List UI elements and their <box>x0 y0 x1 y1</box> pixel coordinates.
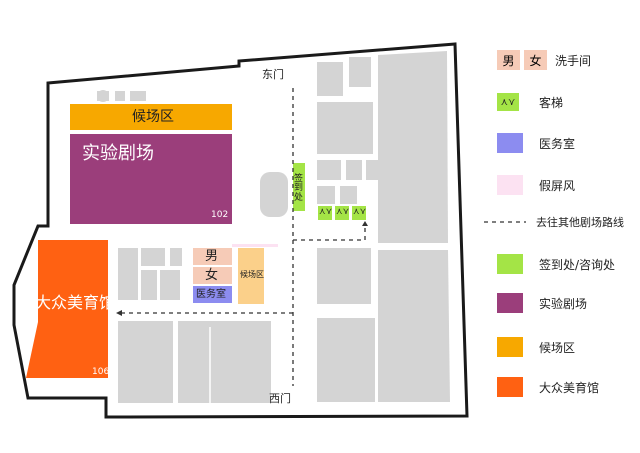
restroom-male[interactable] <box>193 248 232 265</box>
legend-male-swatch: 男 <box>497 50 520 70</box>
elevator-icon: ⋏⋎ <box>319 207 333 217</box>
elevator-icon: ⋏⋎ <box>497 93 519 111</box>
elevator-1 <box>318 206 332 220</box>
decorative-screen <box>232 244 278 247</box>
male-label: 男 <box>205 249 219 264</box>
legend-waiting: 候场区 <box>497 335 575 359</box>
east-gate-label: 东门 <box>262 68 284 81</box>
sign-in-desk[interactable] <box>293 163 305 211</box>
legend-label: 客梯 <box>539 95 564 110</box>
room-106-label: 106 <box>92 367 110 377</box>
route-arrow-left <box>116 310 122 316</box>
elevator-icon: ⋏⋎ <box>353 207 367 217</box>
legend-label: 去往其他剧场路线 <box>536 216 624 229</box>
legend-screen: 假屏风 <box>497 173 575 197</box>
restroom-female[interactable] <box>193 267 232 284</box>
female-label: 女 <box>205 268 219 283</box>
waiting-area-large-label: 候场区 <box>132 109 174 125</box>
experimental-theater[interactable] <box>70 134 232 224</box>
legend-label: 假屏风 <box>539 178 576 193</box>
public-arts-hall[interactable] <box>26 240 108 378</box>
legend-label: 大众美育馆 <box>539 380 600 395</box>
legend-label: 洗手间 <box>555 53 592 68</box>
dashed-line-icon <box>484 221 526 223</box>
legend-elevator: ⋏⋎ 客梯 <box>497 90 563 114</box>
elevator-3 <box>352 206 366 220</box>
building-blocks <box>97 51 450 403</box>
elevator-2 <box>335 206 349 220</box>
route-to-other-theaters <box>120 88 366 386</box>
medical-room-label: 医务室 <box>196 289 226 300</box>
legend-label: 候场区 <box>539 340 576 355</box>
waiting-area-small[interactable] <box>238 248 264 304</box>
legend-female-swatch: 女 <box>524 50 547 70</box>
legend-sign-in: 签到处/咨询处 <box>497 252 615 276</box>
room-102-label: 102 <box>211 210 229 220</box>
sign-in-label: 签到处 <box>294 174 304 203</box>
waiting-area-large[interactable] <box>70 104 232 130</box>
legend-arts-hall: 大众美育馆 <box>497 375 599 399</box>
medical-room[interactable] <box>193 286 232 303</box>
legend-restroom: 男 女 洗手间 <box>497 48 591 72</box>
waiting-area-small-label: 候场区 <box>240 270 264 279</box>
west-gate-label: 西门 <box>269 392 291 405</box>
public-arts-hall-label: 大众美育馆 <box>35 293 116 312</box>
legend-route: 去往其他剧场路线 <box>484 210 624 234</box>
legend-label: 实验剧场 <box>539 296 588 311</box>
route-arrow-up <box>362 221 368 226</box>
legend-label: 医务室 <box>539 136 576 151</box>
legend-label: 签到处/咨询处 <box>539 257 616 272</box>
elevator-group[interactable] <box>318 206 366 220</box>
experimental-theater-label: 实验剧场 <box>82 143 154 164</box>
legend-medical-room: 医务室 <box>497 131 575 155</box>
legend-theater: 实验剧场 <box>497 291 587 315</box>
elevator-icon: ⋏⋎ <box>336 207 350 217</box>
